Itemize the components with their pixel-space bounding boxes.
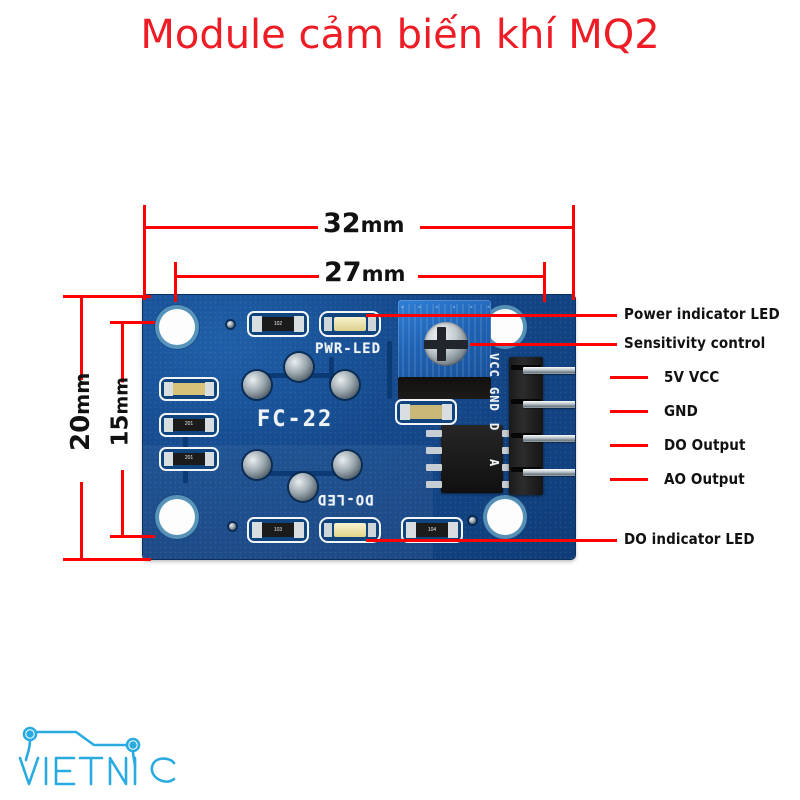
- callout-sensitivity-control: Sensitivity control: [624, 334, 766, 352]
- dim-32mm-line-right: [420, 226, 575, 229]
- logo-wordmark: [18, 756, 176, 786]
- callout-line-sensitivity: [470, 343, 617, 346]
- callout-ao-output: AO Output: [664, 470, 745, 488]
- pin-gnd[interactable]: [523, 401, 575, 408]
- callout-line-power-led: [366, 314, 617, 317]
- dim-32mm-unit: mm: [360, 212, 405, 237]
- smd-resistor: 102: [247, 311, 309, 337]
- callout-line-do-led: [366, 539, 617, 542]
- dim-20mm-line-bottom: [80, 482, 83, 560]
- dim-32mm-line-left: [143, 226, 318, 229]
- solder-pad: [333, 451, 361, 479]
- do-indicator-led: [319, 517, 381, 543]
- mounting-hole-top-left: [159, 309, 195, 345]
- dim-15mm-unit: mm: [111, 377, 133, 415]
- callout-power-indicator-led: Power indicator LED: [624, 305, 780, 323]
- pot-base: [398, 377, 491, 399]
- mq2-sensor-board: 201 201 102 103 104: [143, 295, 575, 559]
- callout-line-ao-output: [610, 478, 648, 481]
- via: [227, 321, 234, 328]
- dim-15mm-tick-top: [110, 321, 155, 324]
- dim-27mm-tick-right: [543, 262, 546, 302]
- vietnic-logo: [18, 726, 176, 786]
- callout-line-vcc: [610, 376, 648, 379]
- via: [469, 517, 476, 524]
- dim-15mm-tick-bottom: [110, 535, 155, 538]
- dim-15mm-line-top: [121, 321, 124, 386]
- via: [229, 523, 236, 530]
- dim-27mm-label: 27mm: [319, 257, 411, 288]
- dim-15mm-label: 15mm: [106, 377, 136, 447]
- solder-pad: [331, 371, 359, 399]
- dim-20mm-unit: mm: [70, 372, 94, 415]
- dim-32mm-tick-left: [143, 205, 146, 300]
- pin-label-ao: A: [487, 459, 501, 468]
- solder-pad: [289, 473, 317, 501]
- dim-20mm-value: 20: [66, 414, 96, 451]
- solder-pad: [243, 371, 271, 399]
- ic-pin: [426, 430, 442, 437]
- smd-resistor: 201: [159, 447, 219, 471]
- smd-resistor: [159, 377, 219, 401]
- smd-resistor: 103: [247, 517, 309, 543]
- dim-27mm-line-right: [418, 275, 546, 278]
- pin-vcc[interactable]: [523, 367, 575, 374]
- callout-gnd: GND: [664, 402, 698, 420]
- dim-15mm-value: 15: [107, 414, 134, 447]
- smd-resistor: [395, 399, 457, 425]
- mounting-hole-bottom-right: [487, 499, 523, 535]
- silkscreen-do-led: DO-LED: [317, 491, 374, 507]
- silkscreen-part-number: FC-22: [257, 407, 334, 432]
- solder-pad: [285, 353, 313, 381]
- pot-screw-slot: [424, 340, 468, 349]
- dim-20mm-label: 20mm: [65, 373, 97, 451]
- ic-pin: [426, 481, 442, 488]
- pin-do[interactable]: [523, 435, 575, 442]
- pin-ao[interactable]: [523, 469, 575, 476]
- callout-do-output: DO Output: [664, 436, 746, 454]
- dim-27mm-tick-left: [174, 262, 177, 302]
- silkscreen-pwr-led: PWR-LED: [315, 341, 382, 357]
- smd-resistor: 104: [401, 517, 463, 543]
- ic-pin: [426, 464, 442, 471]
- pin-label-do: D: [487, 423, 501, 432]
- dim-20mm-tick-bottom: [63, 558, 151, 561]
- callout-line-do-output: [610, 444, 648, 447]
- dim-15mm-line-bottom: [121, 470, 124, 537]
- callout-do-indicator-led: DO indicator LED: [624, 530, 755, 548]
- page-title: Module cảm biến khí MQ2: [140, 12, 660, 58]
- pin-label-vcc: VCC: [487, 353, 501, 378]
- callout-vcc: 5V VCC: [664, 368, 720, 386]
- callout-line-gnd: [610, 410, 648, 413]
- dim-27mm-value: 27: [324, 257, 362, 288]
- dim-27mm-unit: mm: [361, 261, 406, 286]
- vietnic-watermark: [14, 722, 184, 788]
- smd-resistor: 201: [159, 413, 219, 437]
- silkscreen-misc: · · · · · ·: [399, 301, 494, 314]
- dim-20mm-line-top: [80, 295, 83, 380]
- solder-pad: [243, 451, 271, 479]
- logo-circuit-trace: [22, 726, 141, 768]
- power-indicator-led: [319, 311, 381, 337]
- dim-27mm-line-left: [174, 275, 319, 278]
- dim-32mm-value: 32: [323, 208, 361, 239]
- dim-32mm-tick-right: [572, 205, 575, 300]
- pcb-trace: [387, 341, 392, 399]
- dim-32mm-label: 32mm: [318, 208, 410, 239]
- pot-screw-slot: [437, 327, 446, 361]
- pin-label-gnd: GND: [487, 387, 501, 412]
- dim-20mm-tick-top: [63, 295, 151, 298]
- mounting-hole-bottom-left: [159, 499, 195, 535]
- ic-pin: [426, 447, 442, 454]
- pcb-trace: [329, 357, 334, 387]
